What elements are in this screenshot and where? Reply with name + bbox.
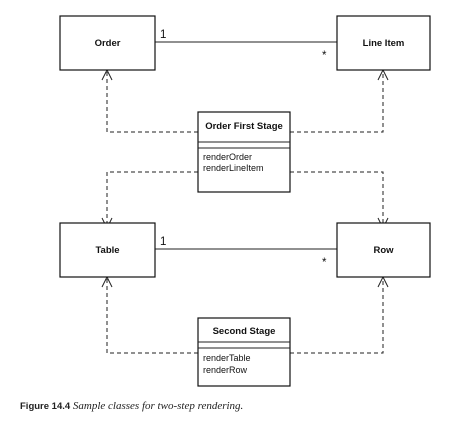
uml-class-diagram: 1 * 1 * Order Line Item Order First Stag… [59, 15, 431, 387]
figure-caption-label: Figure 14.4 [20, 401, 71, 412]
class-order: Order [59, 15, 156, 71]
dependency-ofs-to-line-item [290, 71, 384, 133]
class-table-name: Table [95, 245, 119, 256]
class-second-stage: Second Stage renderTable renderRow [197, 317, 291, 387]
operation-render-line-item: renderLineItem [203, 163, 264, 173]
figure-caption: Figure 14.4 Sample classes for two-step … [20, 400, 243, 412]
multiplicity-order-end: 1 [160, 29, 166, 41]
multiplicity-line-item-end: * [322, 50, 327, 62]
operation-render-row: renderRow [203, 365, 248, 375]
class-row-name: Row [373, 245, 394, 256]
class-second-stage-name: Second Stage [213, 326, 276, 337]
operation-render-order: renderOrder [203, 152, 252, 162]
multiplicity-table-end: 1 [160, 236, 166, 248]
dependency-ofs-to-table [106, 171, 198, 227]
dependency-ofs-to-order [106, 71, 198, 133]
multiplicity-row-end: * [322, 257, 327, 269]
class-line-item: Line Item [336, 15, 431, 71]
dependency-ss-to-table [106, 278, 198, 354]
class-order-first-stage-name: Order First Stage [205, 121, 283, 132]
dependency-ofs-to-row [290, 171, 384, 227]
class-order-first-stage: Order First Stage renderOrder renderLine… [197, 111, 291, 193]
figure-caption-text: Sample classes for two-step rendering. [72, 400, 244, 412]
operation-render-table: renderTable [203, 353, 251, 363]
dependency-ss-to-row [290, 278, 384, 354]
class-order-name: Order [95, 38, 121, 49]
class-table: Table [59, 222, 156, 278]
class-row: Row [336, 222, 431, 278]
class-line-item-name: Line Item [363, 38, 405, 49]
